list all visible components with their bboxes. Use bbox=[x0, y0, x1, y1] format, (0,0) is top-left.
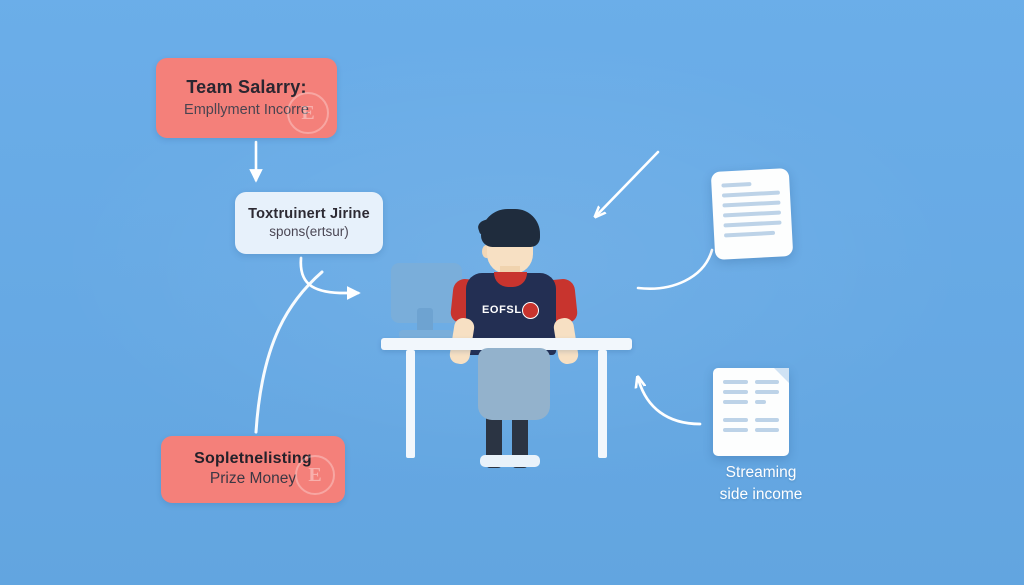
document-top-lines bbox=[711, 168, 793, 260]
arrow-doc-bottom-to-desk bbox=[638, 378, 702, 426]
team-salary-title: Team Salarry: bbox=[186, 76, 307, 97]
team-salary-subtitle: Empllyment Incorre bbox=[184, 101, 309, 118]
doc-line bbox=[722, 210, 782, 218]
arrow-tournament-to-desk bbox=[299, 256, 361, 301]
tournament-title: Toxtruinert Jirine bbox=[248, 205, 370, 222]
doc-line bbox=[723, 428, 748, 432]
arrow-doc-top-to-desk bbox=[596, 150, 660, 216]
tournament-subtitle: spons(ertsur) bbox=[269, 224, 349, 240]
doc-line bbox=[723, 220, 782, 228]
doc-line bbox=[723, 390, 748, 394]
doc-line bbox=[723, 380, 748, 384]
monitor-stand-base bbox=[399, 330, 453, 339]
doc-line bbox=[754, 390, 779, 394]
caption-streaming-side-income: Streaming side income bbox=[690, 462, 832, 506]
arrow-desk-to-prize bbox=[254, 270, 324, 434]
label-box-tournament[interactable]: Toxtruinert Jirine spons(ertsur) bbox=[235, 192, 383, 254]
character-shoes bbox=[480, 455, 540, 467]
character-jersey-collar bbox=[494, 272, 527, 287]
label-box-prize-money[interactable]: Sopletnelisting Prize Money E bbox=[161, 436, 345, 503]
character-ear bbox=[482, 245, 491, 258]
chair-backrest bbox=[478, 348, 550, 420]
arrow-doc-top-swoosh bbox=[636, 248, 714, 290]
doc-line bbox=[723, 400, 748, 404]
doc-line bbox=[723, 418, 748, 422]
doc-line bbox=[723, 230, 776, 238]
doc-line bbox=[722, 200, 781, 208]
watermark-logo-icon: E bbox=[287, 92, 329, 134]
jersey-badge-icon bbox=[522, 302, 539, 319]
doc-line bbox=[754, 400, 766, 404]
document-icon-bottom bbox=[713, 368, 789, 456]
desk-leg-right bbox=[598, 350, 607, 458]
doc-line bbox=[754, 380, 779, 384]
doc-line bbox=[754, 428, 779, 432]
prize-money-title: Sopletnelisting bbox=[194, 450, 312, 467]
doc-line bbox=[721, 181, 752, 188]
doc-line bbox=[721, 190, 781, 198]
desk-surface bbox=[381, 338, 632, 350]
desk-leg-left bbox=[406, 350, 415, 458]
watermark-logo-icon: E bbox=[295, 455, 335, 495]
monitor-stand-neck bbox=[417, 308, 433, 334]
document-bottom-lines bbox=[713, 368, 789, 456]
jersey-text: EOFSL bbox=[482, 304, 522, 316]
document-icon-top bbox=[710, 168, 794, 260]
prize-money-subtitle: Prize Money bbox=[209, 470, 297, 488]
label-box-team-salary[interactable]: Team Salarry: Empllyment Incorre E bbox=[156, 58, 337, 138]
streaming-caption-line-1: Streaming bbox=[725, 464, 797, 481]
character-hair bbox=[481, 209, 540, 247]
streaming-caption-line-2: side income bbox=[719, 486, 803, 503]
doc-line bbox=[754, 418, 779, 422]
